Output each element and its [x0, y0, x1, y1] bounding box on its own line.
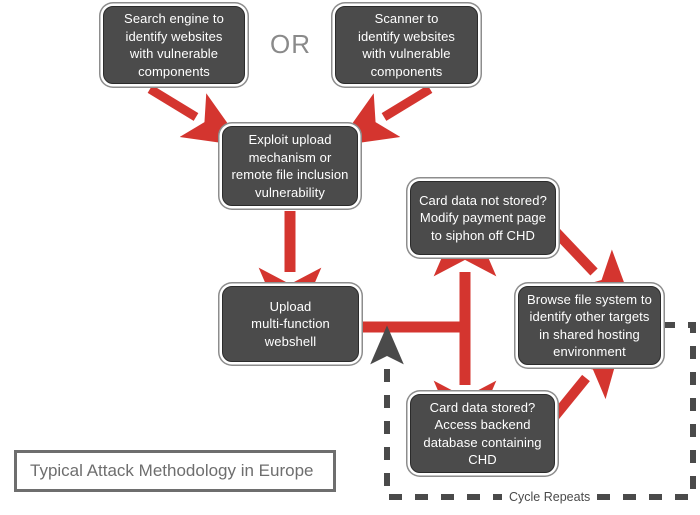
cycle-repeats-label: Cycle Repeats [502, 490, 598, 504]
edge-card-stored-to-browse [547, 329, 626, 425]
node-scanner[interactable]: Scanner to identify websites with vulner… [335, 6, 478, 84]
edge-scanner-to-exploit [336, 85, 433, 147]
edge-search-engine-to-exploit [147, 85, 244, 147]
diagram-title: Typical Attack Methodology in Europe [30, 461, 314, 480]
node-card-data-stored-label: Card data stored? Access backend databas… [423, 399, 542, 468]
node-browse-file-system-label: Browse file system to identify other tar… [527, 291, 652, 360]
edge-card-not-stored-to-browse [551, 227, 637, 317]
node-upload-webshell-label: Upload multi-function webshell [251, 298, 330, 349]
node-search-engine[interactable]: Search engine to identify websites with … [103, 6, 245, 84]
node-upload-webshell[interactable]: Upload multi-function webshell [222, 286, 359, 362]
node-card-data-not-stored-label: Card data not stored? Modify payment pag… [419, 192, 547, 243]
node-exploit-upload[interactable]: Exploit upload mechanism or remote file … [222, 126, 358, 206]
node-search-engine-label: Search engine to identify websites with … [124, 11, 224, 79]
node-scanner-label: Scanner to identify websites with vulner… [357, 11, 456, 79]
diagram-title-box: Typical Attack Methodology in Europe [14, 450, 336, 492]
node-card-data-not-stored[interactable]: Card data not stored? Modify payment pag… [410, 181, 556, 255]
node-card-data-stored[interactable]: Card data stored? Access backend databas… [410, 394, 555, 473]
node-browse-file-system[interactable]: Browse file system to identify other tar… [518, 286, 661, 365]
node-exploit-upload-label: Exploit upload mechanism or remote file … [231, 132, 349, 200]
or-label: OR [270, 29, 311, 59]
